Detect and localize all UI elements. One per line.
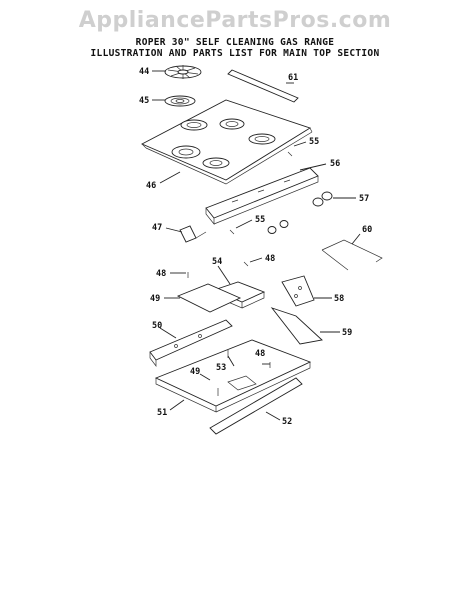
callout-48-left: 48 bbox=[156, 269, 166, 279]
callout-55-lower: 55 bbox=[255, 215, 265, 225]
heat-shield-part bbox=[176, 283, 242, 313]
manifold-panel-part bbox=[205, 167, 319, 225]
diagram-title: ROPER 30" SELF CLEANING GAS RANGE bbox=[135, 37, 335, 48]
callout-47: 47 bbox=[152, 223, 162, 233]
callout-55: 55 bbox=[309, 137, 319, 147]
burner-ring-part bbox=[164, 95, 196, 107]
diagram-subtitle: ILLUSTRATION AND PARTS LIST FOR MAIN TOP… bbox=[90, 48, 380, 59]
callout-46: 46 bbox=[146, 181, 156, 191]
callout-61: 61 bbox=[288, 73, 298, 83]
callout-44: 44 bbox=[139, 67, 149, 77]
callout-58: 58 bbox=[334, 294, 344, 304]
callout-53: 53 bbox=[216, 363, 226, 373]
callout-49: 49 bbox=[150, 294, 160, 304]
callout-59: 59 bbox=[342, 328, 352, 338]
bracket-part bbox=[179, 225, 207, 243]
callout-48-lower: 48 bbox=[255, 349, 265, 359]
callout-49-lower: 49 bbox=[190, 367, 200, 377]
base-pan-part bbox=[154, 339, 312, 413]
leader-lines bbox=[152, 70, 361, 421]
callout-45: 45 bbox=[139, 96, 149, 106]
watermark: AppliancePartsPros.com bbox=[78, 8, 392, 33]
main-top-part bbox=[140, 99, 313, 185]
trim-strip-part bbox=[227, 69, 299, 103]
callout-48: 48 bbox=[265, 254, 275, 264]
knob-part bbox=[312, 191, 333, 207]
screw-part bbox=[187, 151, 293, 396]
callout-51: 51 bbox=[157, 408, 167, 418]
callout-54: 54 bbox=[212, 257, 222, 267]
callout-56: 56 bbox=[330, 159, 340, 169]
callout-50: 50 bbox=[152, 321, 162, 331]
burner-grate-part bbox=[164, 65, 202, 79]
side-panel-lower-part bbox=[270, 307, 323, 345]
front-rail-part bbox=[149, 319, 233, 368]
callout-52: 52 bbox=[282, 417, 292, 427]
callout-57: 57 bbox=[359, 194, 369, 204]
side-panel-part bbox=[281, 275, 315, 307]
valve-knob-part bbox=[267, 220, 289, 234]
rod-part bbox=[321, 239, 383, 271]
callout-60: 60 bbox=[362, 225, 372, 235]
rear-rail-part bbox=[209, 377, 303, 435]
